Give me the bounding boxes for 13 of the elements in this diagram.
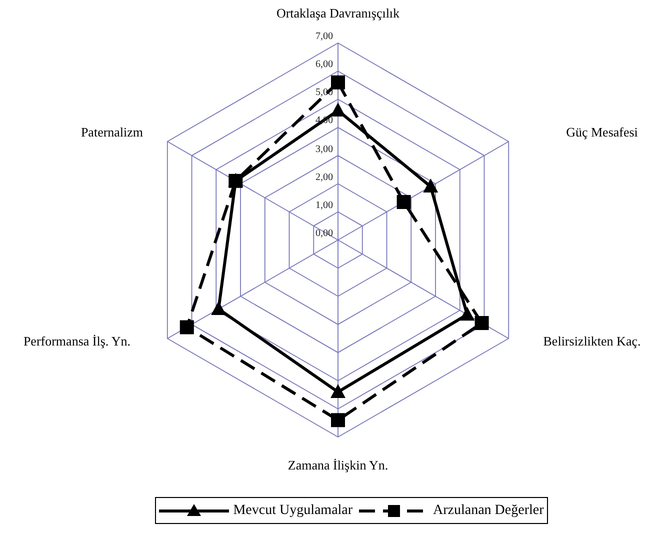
axis-label: Paternalizm — [80, 126, 144, 138]
axis-label: Zamana İlişkin Yn. — [288, 458, 388, 472]
legend-label: Arzulanan Değerler — [432, 504, 544, 518]
axis-label: Güç Mesafesi — [566, 126, 638, 138]
legend-label: Mevcut Uygulamalar — [233, 504, 353, 518]
axis-label: Belirsizlikten Kaç. — [543, 334, 641, 348]
tick-label: 7,00 — [316, 32, 333, 42]
axis-label: Ortaklaşa Davranışçılık — [276, 6, 400, 20]
tick-label: 2,00 — [316, 172, 333, 183]
tick-label: 1,00 — [316, 200, 333, 211]
axis-label: Performansa İlş. Yn. — [23, 334, 131, 348]
tick-label: 6,00 — [316, 60, 333, 70]
tick-label: 3,00 — [316, 144, 333, 155]
